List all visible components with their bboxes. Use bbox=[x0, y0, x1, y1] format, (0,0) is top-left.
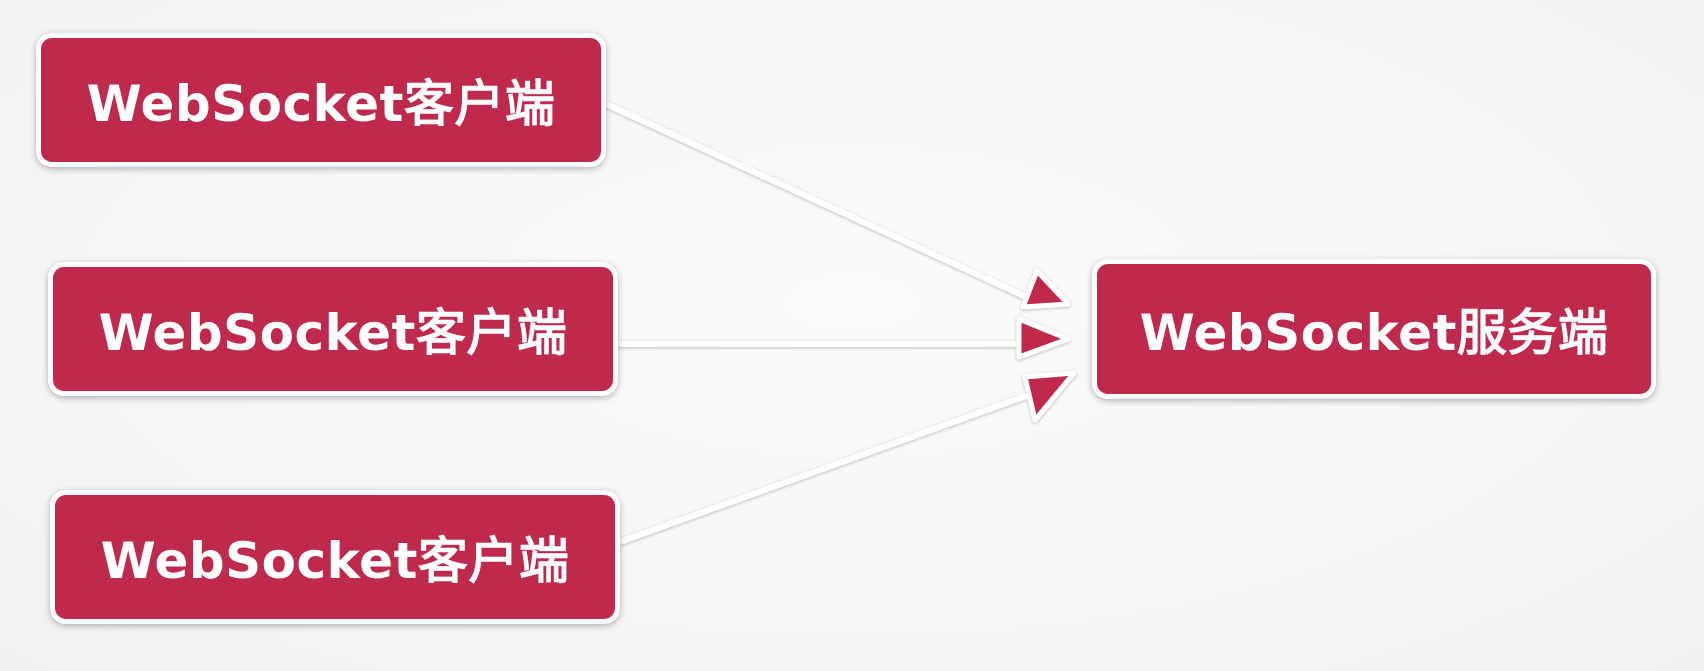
arrowhead-icon bbox=[1020, 268, 1071, 310]
client-node-label: WebSocket客户端 bbox=[98, 304, 568, 362]
client-node-2: WebSocket客户端 bbox=[48, 262, 618, 396]
edge-client-1-to-server bbox=[603, 101, 1071, 310]
edge-client-2-to-server bbox=[615, 316, 1071, 360]
server-node-label: WebSocket服务端 bbox=[1139, 304, 1609, 362]
edge-line bbox=[603, 101, 1027, 299]
arrowhead-icon bbox=[1022, 370, 1077, 423]
edge-line bbox=[617, 393, 1029, 545]
server-node: WebSocket服务端 bbox=[1092, 259, 1656, 399]
client-node-label: WebSocket客户端 bbox=[86, 75, 556, 133]
client-node-label: WebSocket客户端 bbox=[100, 532, 570, 590]
client-node-3: WebSocket客户端 bbox=[50, 490, 620, 624]
arrowhead-icon bbox=[1016, 316, 1071, 360]
client-node-1: WebSocket客户端 bbox=[36, 33, 606, 167]
edge-client-3-to-server bbox=[617, 370, 1077, 545]
